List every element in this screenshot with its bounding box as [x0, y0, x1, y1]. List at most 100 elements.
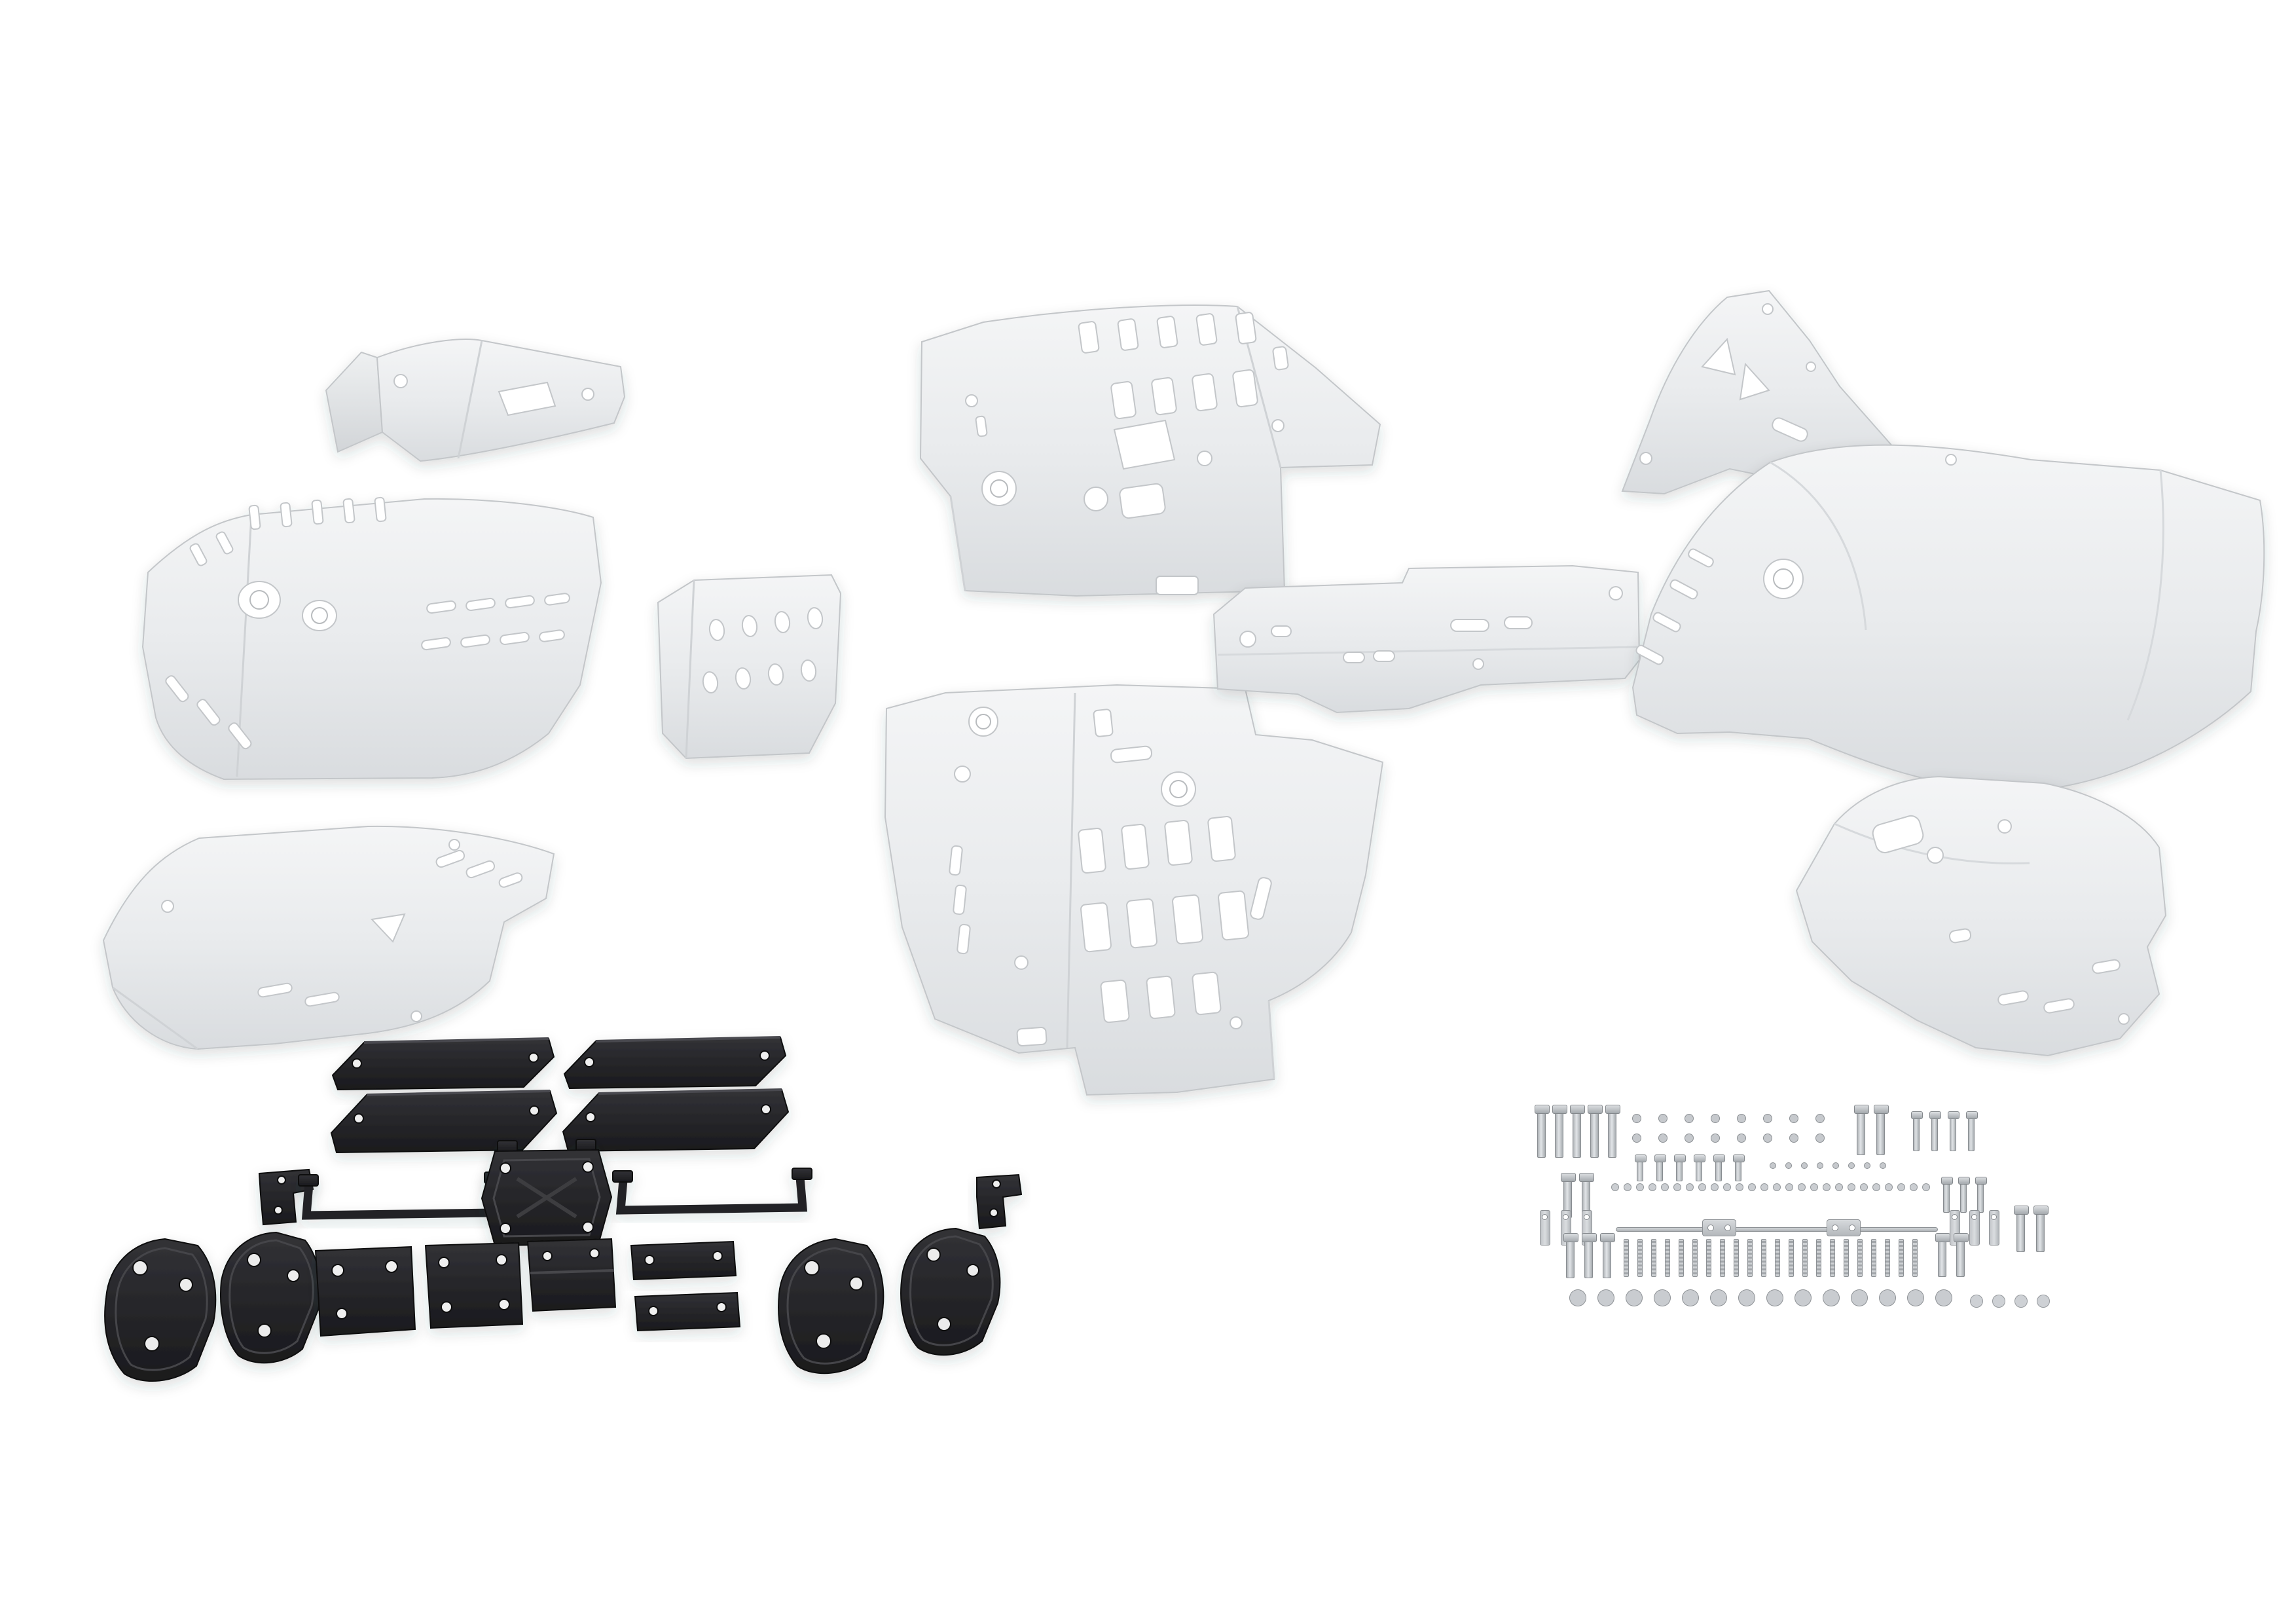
hw-bolt [1935, 1233, 1950, 1277]
hw-nut [1816, 1115, 1824, 1122]
hw-screw [1674, 1154, 1686, 1181]
flat-plate-c [526, 1238, 617, 1312]
hw-screw [1654, 1154, 1666, 1181]
hw-nut-sm [1770, 1163, 1776, 1168]
hw-washer [1637, 1184, 1643, 1190]
hw-strip [1616, 1227, 1938, 1232]
hw-nut-sm [1865, 1163, 1870, 1168]
hw-nut [1790, 1115, 1798, 1122]
long-mounting-bracket-4 [562, 1088, 790, 1153]
hw-washer [1736, 1184, 1743, 1190]
hw-bolt [1854, 1105, 1869, 1155]
hw-nut [1790, 1134, 1798, 1142]
hw-washer [1923, 1184, 1929, 1190]
linkage-rail [1212, 564, 1641, 714]
clip-right [976, 1173, 1023, 1230]
hw-washer-lg [1993, 1295, 2005, 1307]
hw-bolt [2033, 1206, 2049, 1252]
hw-bolt [1600, 1233, 1615, 1278]
hw-bolt [1552, 1105, 1567, 1158]
hw-stud [1747, 1239, 1753, 1277]
hw-nut [1738, 1134, 1745, 1142]
black-brackets [104, 1036, 1023, 1382]
hw-nut [1738, 1115, 1745, 1122]
hw-washer [1823, 1184, 1830, 1190]
hw-bolt [1582, 1233, 1597, 1278]
hw-stud [1871, 1239, 1876, 1277]
hw-bolt [1605, 1105, 1620, 1158]
hw-washer [1686, 1184, 1693, 1190]
hw-nut [1764, 1134, 1772, 1142]
hw-nut [1764, 1115, 1772, 1122]
flat-plate-b [424, 1242, 524, 1329]
hw-spacer [1823, 1290, 1839, 1306]
hw-stud [1624, 1239, 1629, 1277]
hw-screw [1733, 1154, 1745, 1181]
hw-screw [1694, 1154, 1705, 1181]
hw-stud [1844, 1239, 1849, 1277]
hw-spacer [1654, 1290, 1670, 1306]
hw-stud [1912, 1239, 1918, 1277]
hw-washer [1624, 1184, 1631, 1190]
long-mounting-bracket-2 [563, 1036, 787, 1090]
hw-nut-sm [1786, 1163, 1791, 1168]
hw-spacer [1598, 1290, 1614, 1306]
hw-washer [1662, 1184, 1668, 1190]
hw-stud [1802, 1239, 1808, 1277]
hw-screw [1948, 1111, 1959, 1151]
hw-stud [1789, 1239, 1794, 1277]
long-mounting-bracket-1 [331, 1037, 555, 1091]
hw-stud [1816, 1239, 1821, 1277]
hw-stud [1720, 1239, 1725, 1277]
hw-bolt [1535, 1105, 1550, 1158]
hw-screw [1966, 1111, 1978, 1151]
hw-nut [1633, 1115, 1641, 1122]
hw-washer [1749, 1184, 1755, 1190]
hw-nut-sm [1880, 1163, 1886, 1168]
hw-washer-lg [1971, 1295, 1982, 1307]
hw-screw [1635, 1154, 1647, 1181]
center-front-skid-plate [919, 304, 1381, 597]
cvt-side-guard [1631, 444, 2265, 792]
hw-clip [1540, 1210, 1550, 1246]
hw-plateclip [1702, 1219, 1736, 1236]
hw-stud [1706, 1239, 1711, 1277]
hw-screw [1941, 1177, 1953, 1213]
hw-nut-sm [1833, 1163, 1838, 1168]
hw-washer [1861, 1184, 1867, 1190]
hw-spacer [1683, 1290, 1698, 1306]
center-rear-skid-plate [884, 684, 1384, 1096]
hw-screw [1975, 1177, 1987, 1213]
hw-washer [1724, 1184, 1730, 1190]
hw-spacer [1570, 1290, 1586, 1306]
hw-washer [1786, 1184, 1793, 1190]
hw-bolt [1954, 1233, 1969, 1277]
hw-stud [1651, 1239, 1656, 1277]
center-small-plate [657, 574, 842, 760]
hw-nut [1633, 1134, 1641, 1142]
hw-bolt [1570, 1105, 1585, 1158]
left-lower-guard [102, 825, 555, 1050]
hw-stud [1734, 1239, 1739, 1277]
hw-stud [1761, 1239, 1766, 1277]
hw-stud [1679, 1239, 1684, 1277]
corner-mount-3 [778, 1238, 884, 1375]
hw-spacer [1936, 1290, 1952, 1306]
hw-washer [1761, 1184, 1768, 1190]
flat-plate-a [314, 1246, 416, 1337]
hw-washer-lg [2037, 1295, 2049, 1307]
front-upper-guard [325, 339, 626, 462]
hw-nut [1685, 1134, 1693, 1142]
hw-washer [1836, 1184, 1842, 1190]
long-mounting-bracket-3 [330, 1090, 558, 1154]
hw-nut [1659, 1134, 1667, 1142]
hw-bolt [2014, 1206, 2029, 1252]
left-footwell-guard [141, 496, 602, 781]
hw-nut [1711, 1115, 1719, 1122]
center-mount-plate [481, 1139, 613, 1247]
hw-stud [1885, 1239, 1890, 1277]
hw-washer [1886, 1184, 1892, 1190]
hw-washer-lg [2015, 1295, 2027, 1307]
